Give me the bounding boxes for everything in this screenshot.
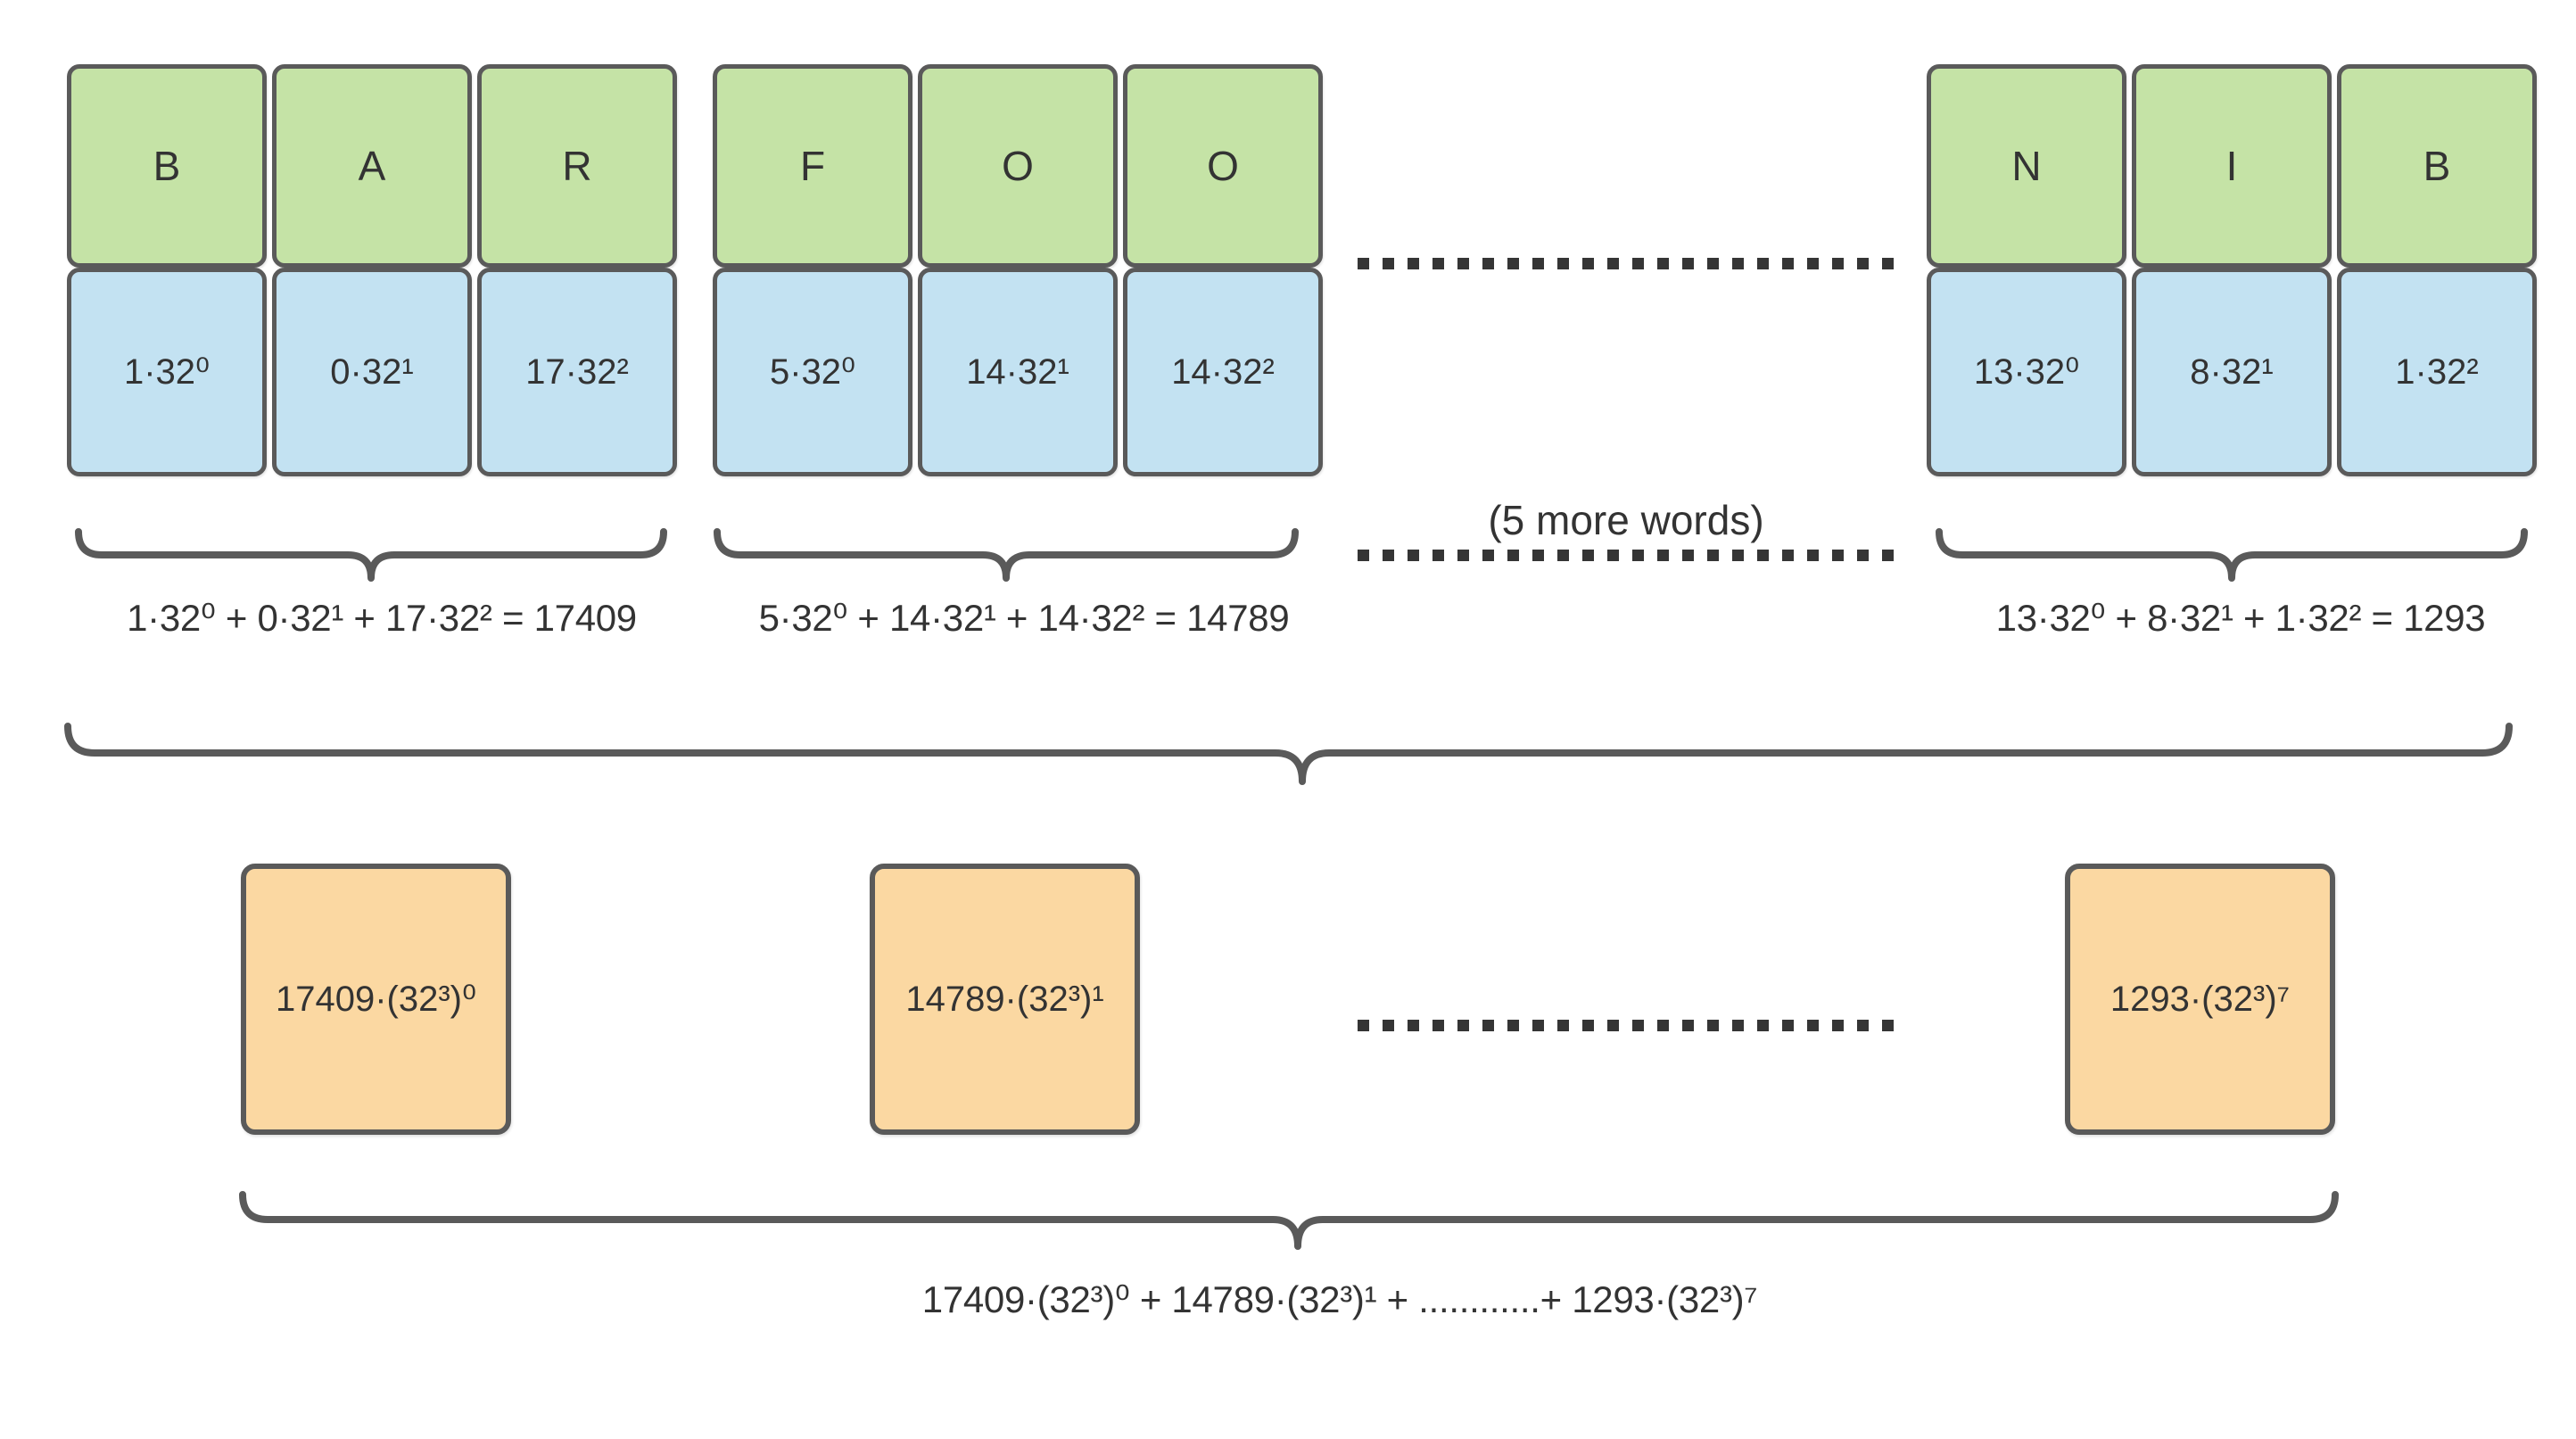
letter-cell: I xyxy=(2132,64,2332,268)
value-cell: 13·32⁰ xyxy=(1927,268,2126,476)
sum-formula-foo: 5·32⁰ + 14·32¹ + 14·32² = 14789 xyxy=(758,597,1290,639)
brace-word-bar xyxy=(75,528,667,582)
value-cell: 14·32¹ xyxy=(918,268,1118,476)
number-block-label: 17409·(32³)⁰ xyxy=(275,980,477,1019)
letter-value: 8·32¹ xyxy=(2190,351,2274,392)
letter-value: 13·32⁰ xyxy=(1973,352,2080,392)
words-ellipsis-dotted-line xyxy=(1358,258,1894,269)
value-cell: 8·32¹ xyxy=(2132,268,2332,476)
number-block-label: 14789·(32³)¹ xyxy=(905,979,1104,1019)
brace-word-foo xyxy=(714,528,1299,582)
blocks-ellipsis-dotted-line xyxy=(1358,1020,1894,1031)
letter: I xyxy=(2225,143,2238,189)
more-words-label: (5 more words) xyxy=(1488,497,1764,543)
brace-all-words xyxy=(64,723,2513,785)
letter-value: 5·32⁰ xyxy=(769,352,856,392)
braces-ellipsis-dotted-line xyxy=(1358,550,1894,561)
letter-cell: O xyxy=(1123,64,1323,268)
value-cell: 17·32² xyxy=(477,268,677,476)
letter: B xyxy=(153,143,181,189)
value-cell: 0·32¹ xyxy=(272,268,472,476)
brace-all-blocks xyxy=(239,1191,2339,1250)
value-cell: 14·32² xyxy=(1123,268,1323,476)
letter-value: 17·32² xyxy=(525,351,629,392)
sum-formula-nib: 13·32⁰ + 8·32¹ + 1·32² = 1293 xyxy=(1995,597,2486,639)
letter: B xyxy=(2423,143,2451,189)
letter-cell: B xyxy=(67,64,267,268)
letter-cell: A xyxy=(272,64,472,268)
letter-value: 14·32² xyxy=(1171,351,1275,392)
letter: O xyxy=(1002,143,1034,189)
final-formula: 17409·(32³)⁰ + 14789·(32³)¹ + ..........… xyxy=(921,1278,1758,1320)
value-cell: 5·32⁰ xyxy=(713,268,912,476)
sum-formula-bar: 1·32⁰ + 0·32¹ + 17·32² = 17409 xyxy=(127,597,637,639)
letter: A xyxy=(358,143,386,189)
letter: O xyxy=(1207,143,1239,189)
letter-cell: F xyxy=(713,64,912,268)
number-block: 14789·(32³)¹ xyxy=(870,864,1140,1135)
value-cell: 1·32⁰ xyxy=(67,268,267,476)
letter-value: 1·32² xyxy=(2395,351,2479,392)
number-block: 17409·(32³)⁰ xyxy=(241,864,511,1135)
letter-cell: N xyxy=(1927,64,2126,268)
value-cell: 1·32² xyxy=(2337,268,2537,476)
letter: N xyxy=(2011,143,2042,189)
number-block: 1293·(32³)⁷ xyxy=(2065,864,2335,1135)
number-block-label: 1293·(32³)⁷ xyxy=(2110,979,2291,1019)
letter-cell: R xyxy=(477,64,677,268)
letter: F xyxy=(799,143,826,189)
letter-cell: B xyxy=(2337,64,2537,268)
letter: R xyxy=(562,143,592,189)
letter-cell: O xyxy=(918,64,1118,268)
brace-word-nib xyxy=(1936,528,2528,582)
letter-value: 14·32¹ xyxy=(966,351,1069,392)
letter-value: 1·32⁰ xyxy=(123,352,211,392)
letter-value: 0·32¹ xyxy=(330,351,414,392)
